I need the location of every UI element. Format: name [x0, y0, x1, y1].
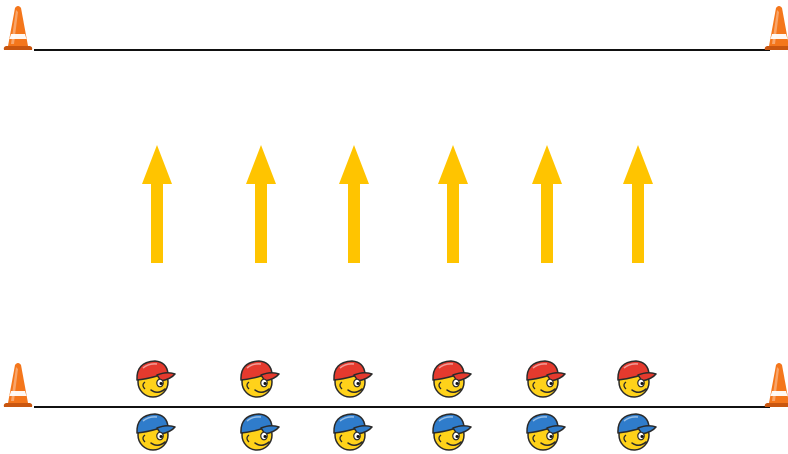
drill-diagram — [0, 0, 788, 454]
canvas-background — [0, 0, 788, 454]
